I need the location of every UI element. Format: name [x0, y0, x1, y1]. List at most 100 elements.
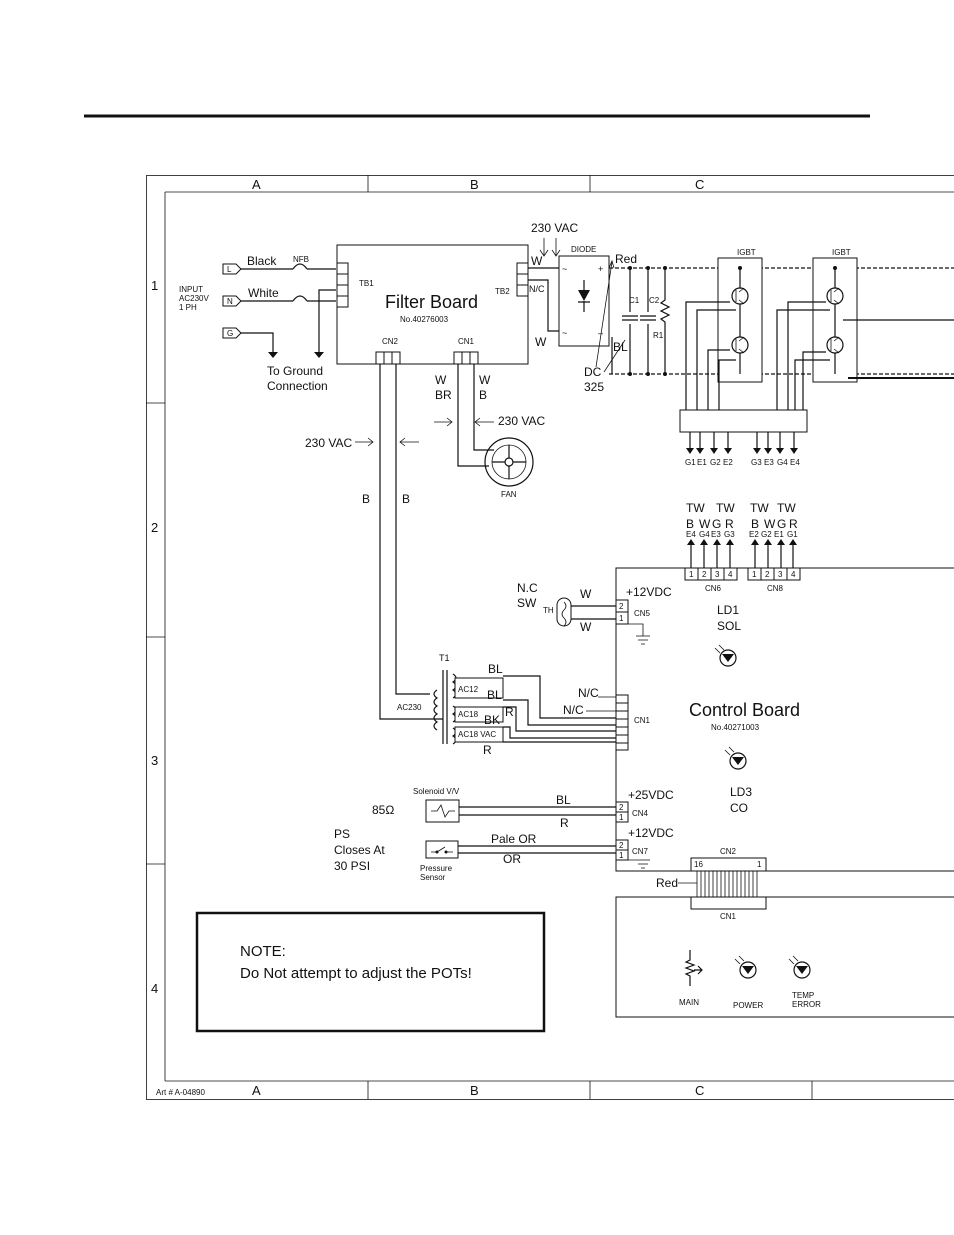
- fan-icon: [484, 437, 534, 487]
- b-label-2: B: [402, 492, 410, 506]
- vac-left-label: 230 VAC: [305, 436, 352, 450]
- tb2-label: TB2: [495, 287, 510, 296]
- cn4-pin-2: 2: [619, 803, 624, 812]
- cn6-tw-1: TW: [686, 501, 705, 515]
- cn7-label: CN7: [632, 847, 649, 856]
- nc-label: N/C: [529, 284, 545, 294]
- solenoid-wire-bl: BL: [556, 793, 571, 807]
- r1-label: R1: [653, 331, 664, 340]
- cn6-color-g: G: [712, 517, 721, 531]
- gate-label-g2: G2: [710, 458, 721, 467]
- gate-label-g4: G4: [777, 458, 788, 467]
- cn8-pin-4: 4: [791, 570, 796, 579]
- gate-label-e2: E2: [723, 458, 733, 467]
- breaker-contact: [292, 263, 308, 270]
- fan-wire-br: BR: [435, 388, 452, 402]
- control-cn1-label: CN1: [634, 716, 651, 725]
- main-pot-icon: [684, 950, 703, 986]
- ribbon-cable: [696, 871, 758, 898]
- cn8-color-b: B: [751, 517, 759, 531]
- cn6-signal-g4: G4: [699, 530, 710, 539]
- row-label-2: 2: [151, 520, 158, 535]
- column-label-b-bottom: B: [470, 1083, 479, 1098]
- tx-wire-bl-2: BL: [487, 688, 502, 702]
- ground-symbol-cn7: [628, 859, 650, 869]
- filter-board: TB1 TB2 Filter Board No.40276003 CN2 CN1: [336, 244, 529, 365]
- igbt-modules: IGBT IGBT: [717, 248, 954, 383]
- b-label-1: B: [362, 492, 370, 506]
- cn8-signal-e2: E2: [749, 530, 759, 539]
- dc-label-1: DC: [584, 365, 602, 379]
- gate-label-g1: G1: [685, 458, 696, 467]
- cn6-color-w: W: [699, 517, 711, 531]
- wire-white-label: White: [248, 286, 279, 300]
- temp-error-label-2: ERROR: [792, 1000, 821, 1009]
- note-box: NOTE: Do Not attempt to adjust the POTs!: [195, 911, 546, 1033]
- input-label-2: AC230V: [179, 294, 209, 303]
- th-wire-w-2: W: [580, 620, 592, 634]
- ground-label-2: Connection: [267, 379, 328, 393]
- c1-label: C1: [629, 296, 640, 305]
- svg-text:~: ~: [562, 264, 567, 274]
- breaker-label: NFB: [293, 255, 309, 264]
- svg-text:+: +: [598, 264, 603, 274]
- gate-label-g3: G3: [751, 458, 762, 467]
- ground-symbol-cn5: [628, 623, 650, 645]
- th-label: TH: [543, 606, 554, 615]
- ld1-sol-label: SOL: [717, 619, 741, 633]
- wire-black-label: Black: [247, 254, 277, 268]
- column-label-a-bottom: A: [252, 1083, 261, 1098]
- control-board-title: Control Board: [689, 700, 800, 720]
- input-section: INPUT AC230V 1 PH L N G Black White NFB …: [179, 254, 336, 393]
- cn6-pin-1: 1: [689, 570, 694, 579]
- row-label-3: 3: [151, 753, 158, 768]
- column-label-a: A: [252, 177, 261, 192]
- ps-label-2: Closes At: [334, 843, 385, 857]
- solenoid-wire-r: R: [560, 816, 569, 830]
- solenoid-label: Solenoid V/V: [413, 787, 460, 796]
- svg-text:~: ~: [562, 328, 567, 338]
- gate-connectors: TW TW B W G R E4 G4 E3 G3 1 2 3 4 CN6 TW…: [684, 501, 801, 593]
- fan-wire-b: B: [479, 388, 487, 402]
- cn5-supply-label: +12VDC: [626, 585, 672, 599]
- red-label: Red: [615, 252, 637, 266]
- tx-wire-r-1: R: [505, 705, 514, 719]
- ps-label-3: 30 PSI: [334, 859, 370, 873]
- transformer: T1 AC230 AC12 AC18 AC18 VAC BL BL R BK R…: [397, 653, 651, 757]
- cn6-pin-2: 2: [702, 570, 707, 579]
- cn6-signal-g3: G3: [724, 530, 735, 539]
- ld3-label: LD3: [730, 785, 752, 799]
- pressure-switch-icon: [425, 840, 459, 859]
- solenoid-valve-icon: [425, 799, 460, 823]
- power-led-label: POWER: [733, 1001, 763, 1010]
- tap-ac18: AC18: [458, 710, 479, 719]
- column-label-c: C: [695, 177, 704, 192]
- gate-label-e3: E3: [764, 458, 774, 467]
- cn8-label: CN8: [767, 584, 784, 593]
- capacitor-c2: [640, 268, 656, 374]
- cn6-signal-e3: E3: [711, 530, 721, 539]
- cn8-color-w: W: [764, 517, 776, 531]
- cn5-pin-2: 2: [619, 602, 624, 611]
- resistor-r1: [659, 268, 671, 374]
- ps-label-1: PS: [334, 827, 350, 841]
- t1-label: T1: [439, 653, 450, 663]
- cn2-connector: [690, 857, 767, 872]
- filter-cn1-label: CN1: [458, 337, 475, 346]
- cn8-tw-2: TW: [777, 501, 796, 515]
- cn8-color-r: R: [789, 517, 798, 531]
- cn8-tw-1: TW: [750, 501, 769, 515]
- cn8-pin-1: 1: [752, 570, 757, 579]
- cn2-pin-1: 1: [757, 860, 762, 869]
- thermal-switch: N.C SW TH W W +12VDC 2 1 CN5: [517, 581, 672, 645]
- ac230-label: AC230: [397, 703, 422, 712]
- ground-arrow: [268, 352, 278, 358]
- cn8-pin-2: 2: [765, 570, 770, 579]
- temp-error-led-icon: [793, 961, 811, 979]
- cn2-label: CN2: [720, 847, 737, 856]
- fan-circuit: W BR W B FAN 230 VAC 230 VAC B B: [305, 364, 545, 720]
- diode-label: DIODE: [571, 245, 596, 254]
- vac-top-label: 230 VAC: [531, 221, 578, 235]
- gate-harness: G1 E1 G2 E2 G3 E3 G4 E4: [679, 301, 830, 467]
- cn4-label: CN4: [632, 809, 649, 818]
